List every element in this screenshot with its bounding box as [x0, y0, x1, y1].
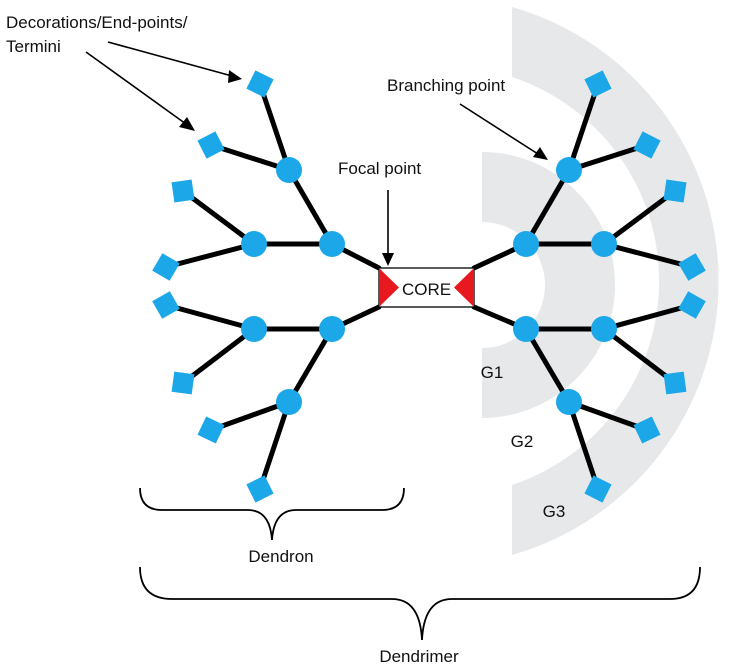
right-terminal-node — [584, 70, 612, 98]
left-bond-g1-g2 — [286, 326, 335, 405]
labels: Decorations/End-points/ Termini Branchin… — [6, 13, 565, 666]
right-branching-node-g2 — [556, 389, 582, 415]
decorations-arrow-lower — [85, 51, 187, 125]
left-branching-node-g2 — [241, 316, 267, 342]
left-terminal-node — [246, 475, 274, 503]
right-bond-g2-g3 — [566, 399, 601, 492]
left-bond-g2-g3 — [180, 188, 257, 247]
braces — [139, 487, 701, 641]
focal-point-arrowhead — [382, 253, 394, 266]
left-terminal-node — [152, 291, 180, 319]
decorations-arrowhead-lower — [179, 117, 195, 131]
branching-point-label: Branching point — [387, 76, 505, 95]
left-bond-g2-g3 — [163, 302, 257, 332]
left-branching-node-g2 — [276, 157, 302, 183]
right-terminal-node — [663, 371, 687, 395]
right-terminal-node — [633, 131, 661, 159]
core-label: CORE — [402, 280, 451, 299]
generation-band-g1 — [482, 152, 615, 418]
left-branching-node-g2 — [241, 231, 267, 257]
right-bond-g2-g3 — [566, 81, 601, 173]
decorations-label-line1: Decorations/End-points/ — [6, 13, 188, 32]
left-bond-g2-g3 — [180, 326, 257, 386]
right-bond-g1-g2 — [523, 326, 572, 405]
right-terminal-node — [678, 291, 706, 319]
dendron-brace — [139, 487, 405, 541]
generation-label-g1: G1 — [481, 363, 504, 382]
focal-point-label: Focal point — [338, 159, 421, 178]
generation-bands — [482, 7, 719, 555]
focal-point-left-icon — [379, 268, 399, 307]
left-terminal-node — [197, 131, 225, 159]
left-bond-g2-g3 — [257, 399, 292, 492]
left-terminal-node — [152, 253, 180, 281]
annotation-arrows — [85, 41, 548, 266]
right-bond-g2-g3 — [601, 241, 695, 270]
decorations-label-line2: Termini — [6, 37, 61, 56]
right-branching-node-g2 — [591, 231, 617, 257]
core: CORE — [378, 267, 475, 308]
right-bond-g1-g2 — [523, 167, 572, 247]
dendrimer-label: Dendrimer — [379, 647, 459, 666]
branching-point-arrow — [459, 103, 539, 155]
right-branching-node-g1 — [513, 231, 539, 257]
right-terminal-node — [633, 416, 661, 444]
left-bond-g1-g2 — [286, 167, 335, 247]
dendron-label: Dendron — [248, 547, 313, 566]
left-terminal-node — [246, 70, 274, 98]
branching-point-arrowhead — [533, 147, 548, 160]
generation-band-g3 — [512, 7, 719, 555]
decorations-arrow-upper — [107, 41, 233, 77]
dendrimer-brace — [139, 566, 701, 641]
right-bond-g2-g3 — [601, 302, 695, 332]
decorations-arrowhead-upper — [228, 70, 242, 83]
left-terminal-node — [197, 416, 225, 444]
right-terminal-node — [663, 179, 687, 203]
left-branching-node-g2 — [276, 389, 302, 415]
left-terminal-node — [171, 179, 195, 203]
right-terminal-node — [678, 253, 706, 281]
generation-label-g3: G3 — [543, 502, 566, 521]
right-branching-node-g2 — [556, 157, 582, 183]
left-branching-node-g1 — [319, 316, 345, 342]
left-branching-node-g1 — [319, 231, 345, 257]
focal-point-right-icon — [454, 268, 474, 307]
right-bond-g2-g3 — [601, 326, 678, 386]
left-terminal-node — [171, 371, 195, 395]
left-bond-g2-g3 — [163, 241, 257, 270]
bonds-layer — [163, 81, 695, 492]
left-bond-g2-g3 — [257, 81, 292, 173]
right-branching-node-g1 — [513, 316, 539, 342]
nodes-layer — [152, 70, 706, 503]
right-terminal-node — [584, 475, 612, 503]
generation-label-g2: G2 — [511, 432, 534, 451]
right-bond-g2-g3 — [601, 188, 678, 247]
right-branching-node-g2 — [591, 316, 617, 342]
